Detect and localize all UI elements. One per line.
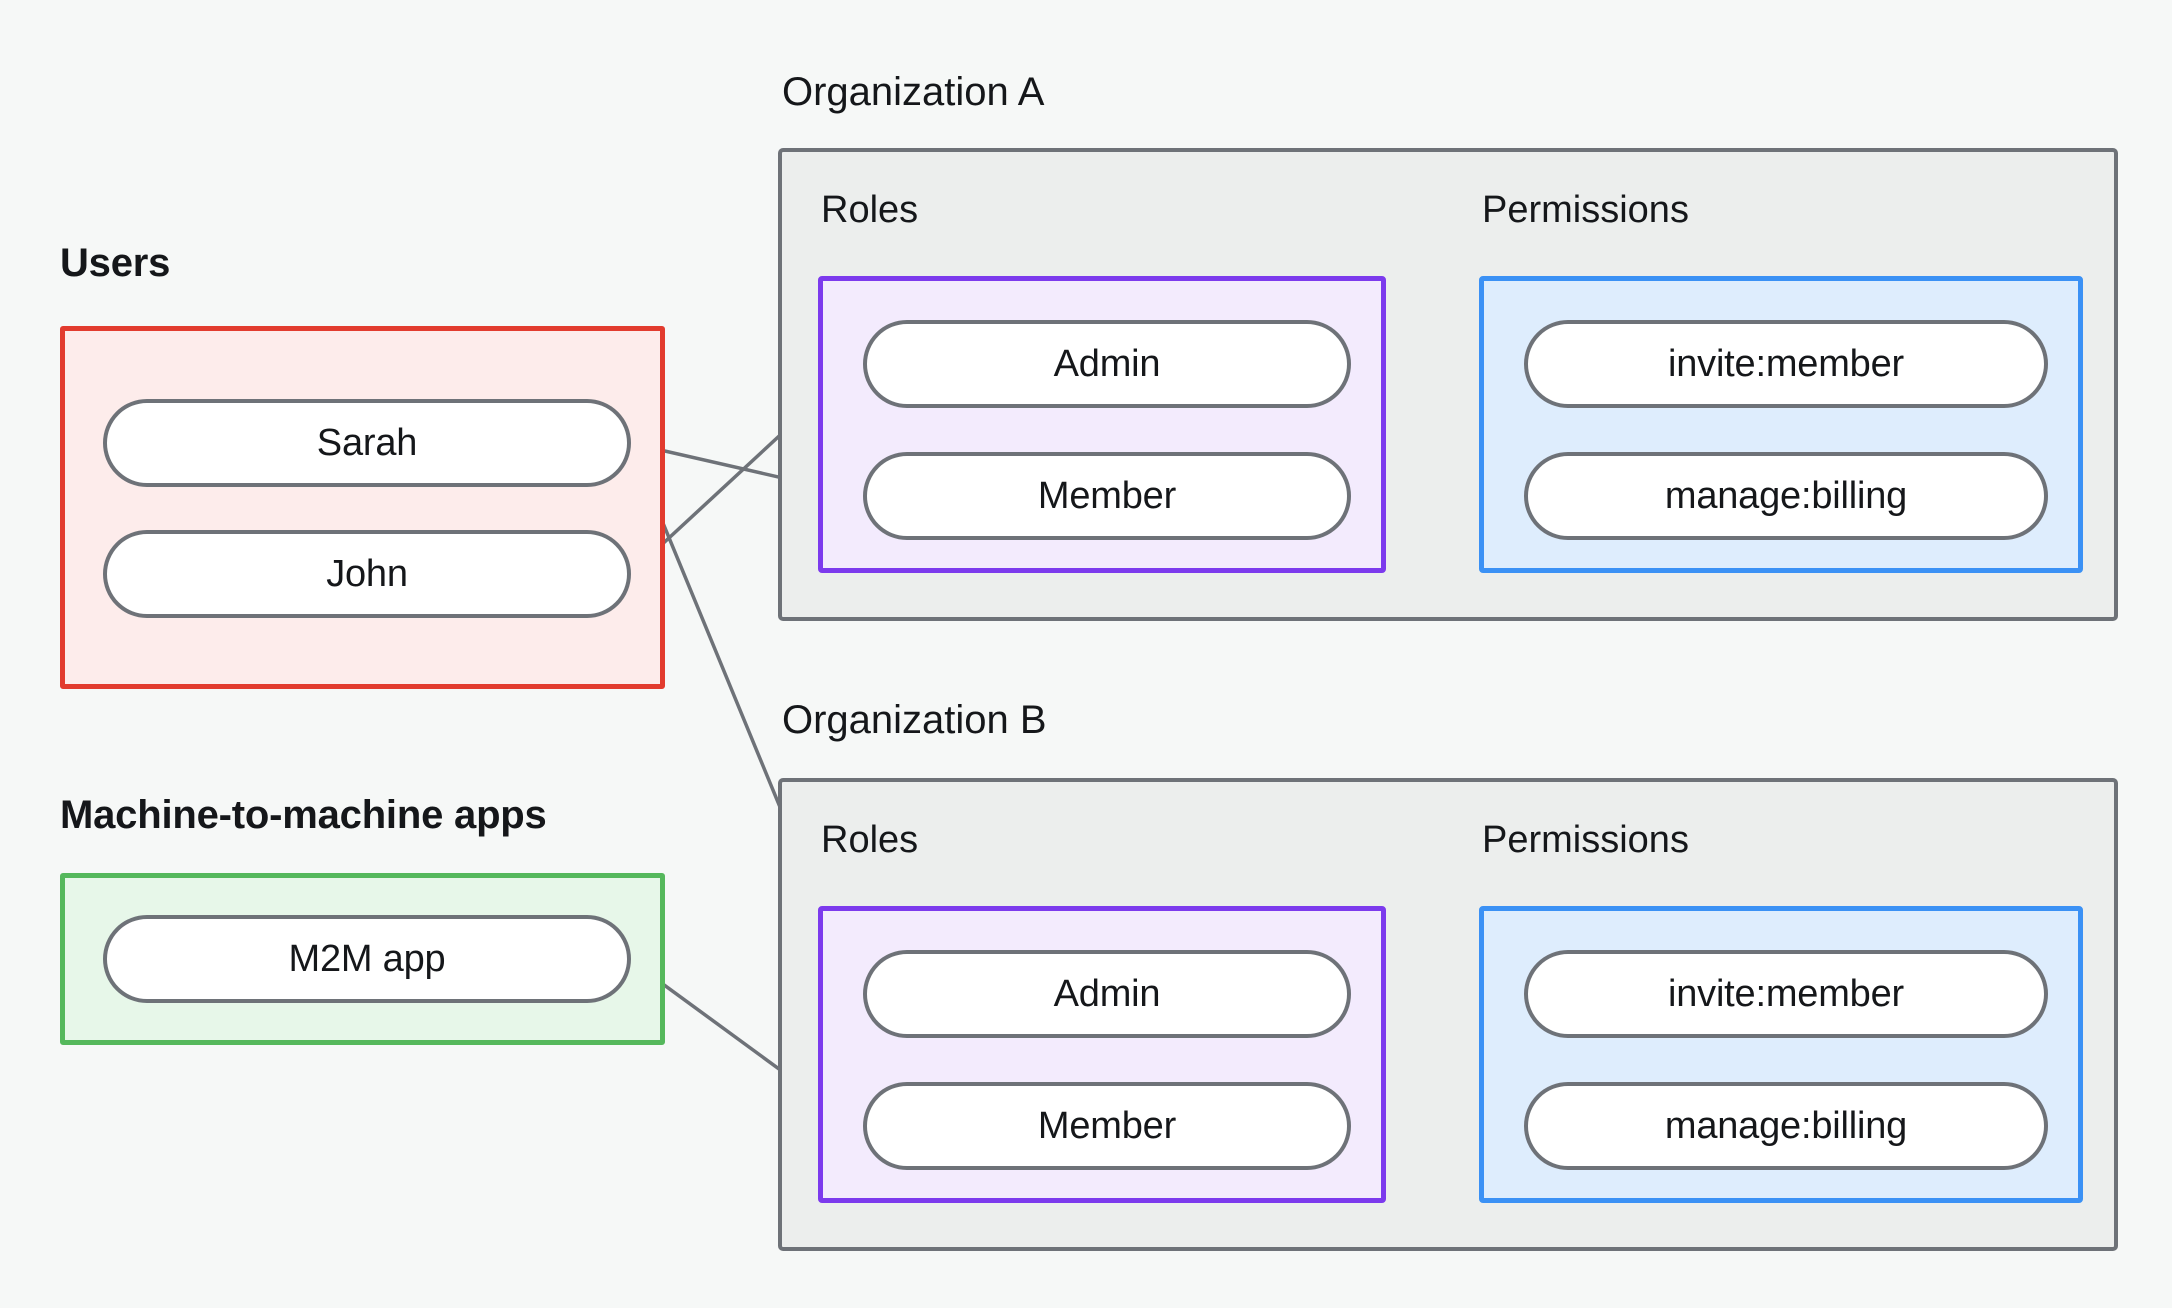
org-b-permission-manage-billing[interactable]: manage:billing [1524,1082,2048,1170]
org-b-roles-panel: Admin Member [818,906,1386,1203]
org-b-permission-invite-member-label: invite:member [1667,972,1905,1015]
org-b-permission-invite-member[interactable]: invite:member [1524,950,2048,1038]
org-b-permissions-title: Permissions [1482,819,1689,861]
org-a-permissions-title: Permissions [1482,189,1689,231]
m2m-group-label: Machine-to-machine apps [60,793,547,837]
org-a-roles-panel: Admin Member [818,276,1386,573]
m2m-node-app-label: M2M app [288,937,446,980]
org-a-role-member-label: Member [1037,474,1177,517]
org-a-permission-invite-member-label: invite:member [1667,342,1905,385]
user-node-john[interactable]: John [103,530,631,618]
org-a-role-admin[interactable]: Admin [863,320,1351,408]
org-b-container: Roles Admin Member Permissions invite:me… [778,778,2118,1251]
org-b-role-member[interactable]: Member [863,1082,1351,1170]
users-group-label: Users [60,241,171,285]
m2m-node-app[interactable]: M2M app [103,915,631,1003]
user-node-sarah-label: Sarah [316,421,418,464]
org-a-permission-manage-billing[interactable]: manage:billing [1524,452,2048,540]
org-a-permission-manage-billing-label: manage:billing [1664,474,1908,517]
org-a-title: Organization A [782,70,1045,114]
org-a-role-admin-label: Admin [1053,342,1161,385]
users-group-box: Sarah John [60,326,665,689]
org-b-permissions-panel: invite:member manage:billing [1479,906,2083,1203]
org-a-container: Roles Admin Member Permissions invite:me… [778,148,2118,621]
org-a-role-member[interactable]: Member [863,452,1351,540]
org-b-title: Organization B [782,698,1047,742]
org-b-roles-title: Roles [821,819,919,861]
org-b-permission-manage-billing-label: manage:billing [1664,1104,1908,1147]
org-a-permissions-panel: invite:member manage:billing [1479,276,2083,573]
org-b-role-admin-label: Admin [1053,972,1161,1015]
user-node-john-label: John [326,552,408,595]
org-b-role-member-label: Member [1037,1104,1177,1147]
org-a-permission-invite-member[interactable]: invite:member [1524,320,2048,408]
org-b-role-admin[interactable]: Admin [863,950,1351,1038]
org-a-roles-title: Roles [821,189,919,231]
m2m-group-box: M2M app [60,873,665,1045]
user-node-sarah[interactable]: Sarah [103,399,631,487]
